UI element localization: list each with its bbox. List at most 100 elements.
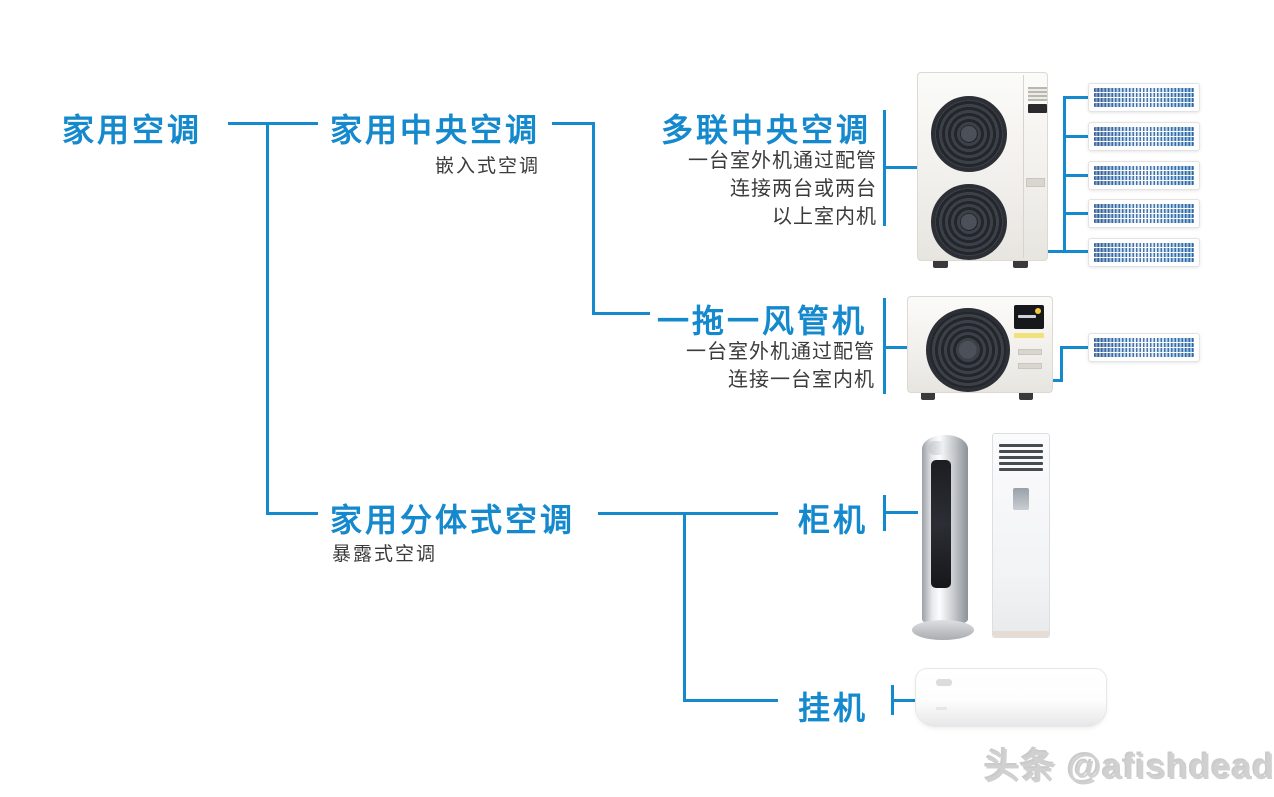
oto-pipe-horizontal (1050, 379, 1063, 382)
unit-foot (921, 393, 935, 400)
tower-front-panel (931, 460, 951, 588)
fan-grille-icon (931, 96, 1007, 172)
wall-mounted-unit-image (915, 668, 1107, 727)
multi-split-description: 一台室外机通过配管 连接两台或两台 以上室内机 (640, 147, 877, 231)
louver-slat (999, 468, 1043, 471)
brand-badge (936, 679, 952, 686)
tower-cabinet-unit-image (922, 435, 968, 623)
root-label: 家用空调 (62, 112, 203, 148)
watermark: 头条 @afishdead (985, 748, 1274, 787)
vent-slat (1094, 258, 1194, 262)
multi-split-outdoor-unit-image (917, 72, 1048, 268)
stub-oto-duct (1060, 346, 1088, 349)
stub-duct-5 (1046, 250, 1088, 253)
vent-slat (1094, 137, 1194, 141)
one-to-one-label: 一拖一风管机 (657, 303, 868, 339)
connector-split-right (598, 512, 778, 515)
badge-text-mark (936, 707, 947, 710)
brand-badge (1028, 87, 1047, 101)
trunk-level1 (266, 122, 269, 515)
badge-dot (1035, 308, 1041, 314)
multi-split-desc-line3: 以上室内机 (772, 206, 877, 228)
stub-oto-outdoor (883, 346, 907, 349)
side-vent (1018, 363, 1042, 369)
one-to-one-desc-line2: 连接一台室内机 (728, 369, 875, 391)
central-ac-subtitle: 嵌入式空调 (434, 156, 540, 177)
connector-root (228, 122, 318, 125)
vent-slat (1094, 98, 1194, 102)
stub-duct-1 (1063, 96, 1088, 99)
multi-split-desc-line2: 连接两台或两台 (730, 178, 877, 200)
trunk-central-children (592, 122, 595, 315)
vent-slat (1094, 219, 1194, 223)
connector-one-to-one (592, 312, 650, 315)
vent-slat (1094, 214, 1194, 218)
vent-slat (1094, 248, 1194, 252)
vent-slat (1094, 88, 1194, 92)
vent-slat (1094, 166, 1194, 170)
stub-cabinet-image (883, 511, 918, 514)
box-cabinet-unit-image (992, 433, 1050, 638)
vent-slat (1094, 253, 1194, 257)
vent-slat (1094, 338, 1194, 342)
tower-base (912, 620, 974, 640)
duct-indoor-unit-image (1088, 161, 1200, 190)
one-to-one-outdoor-unit-image (907, 296, 1053, 400)
vent-slat (1094, 142, 1194, 146)
vent-slat (1094, 127, 1194, 131)
multi-split-label: 多联中央空调 (661, 112, 872, 148)
duct-indoor-unit-image (1088, 238, 1200, 267)
side-vent (1018, 349, 1042, 355)
split-ac-subtitle: 暴露式空调 (332, 544, 438, 565)
one-to-one-description: 一台室外机通过配管 连接一台室内机 (640, 338, 875, 394)
tower-top-cap (928, 441, 958, 455)
vent-slat (1094, 353, 1194, 357)
vent-slat (1094, 176, 1194, 180)
multi-split-desc-line1: 一台室外机通过配管 (688, 150, 877, 172)
stub-duct-4 (1063, 212, 1088, 215)
panel-seam (1023, 75, 1024, 258)
duct-indoor-unit-image (1088, 83, 1200, 112)
side-vent (1026, 178, 1045, 187)
vent-slat (1094, 209, 1194, 213)
fan-grille-icon (931, 184, 1007, 260)
cabinet-base (993, 631, 1049, 637)
fan-grille-icon (926, 308, 1010, 392)
stub-wall-image (891, 699, 915, 702)
vent-slat (1094, 343, 1194, 347)
duct-indoor-unit-image (1088, 333, 1200, 362)
louver-slat (999, 450, 1043, 453)
spec-label (1028, 104, 1047, 113)
wall-unit-label: 挂机 (798, 690, 869, 726)
vent-slat (1094, 171, 1194, 175)
display-panel (1013, 488, 1029, 510)
vent-slat (1094, 204, 1194, 208)
vent-slat (1094, 181, 1194, 185)
louver-slat (999, 444, 1043, 447)
connector-central-right (552, 122, 595, 125)
outdoor-unit-body (907, 296, 1053, 393)
badge-text-mark (1018, 315, 1036, 318)
one-to-one-desc-line1: 一台室外机通过配管 (686, 341, 875, 363)
stub-multi-outdoor (883, 166, 917, 169)
unit-foot (1019, 393, 1033, 400)
central-ac-label: 家用中央空调 (330, 112, 541, 148)
brand-badge (1014, 305, 1044, 329)
stub-duct-3 (1063, 174, 1088, 177)
vent-slat (1094, 93, 1194, 97)
oto-pipe-vertical (1060, 347, 1063, 382)
unit-foot (1013, 261, 1028, 268)
connector-wall (683, 699, 778, 702)
outdoor-unit-body (917, 72, 1048, 261)
split-ac-label: 家用分体式空调 (330, 502, 576, 538)
vent-slat (1094, 103, 1194, 107)
connector-split-branch (266, 512, 318, 515)
energy-label-strip (1014, 333, 1044, 338)
stub-duct-2 (1063, 135, 1088, 138)
cabinet-unit-label: 柜机 (798, 502, 869, 538)
vent-slat (1094, 348, 1194, 352)
duct-indoor-unit-image (1088, 199, 1200, 228)
louver-slat (999, 462, 1043, 465)
unit-foot (933, 261, 948, 268)
